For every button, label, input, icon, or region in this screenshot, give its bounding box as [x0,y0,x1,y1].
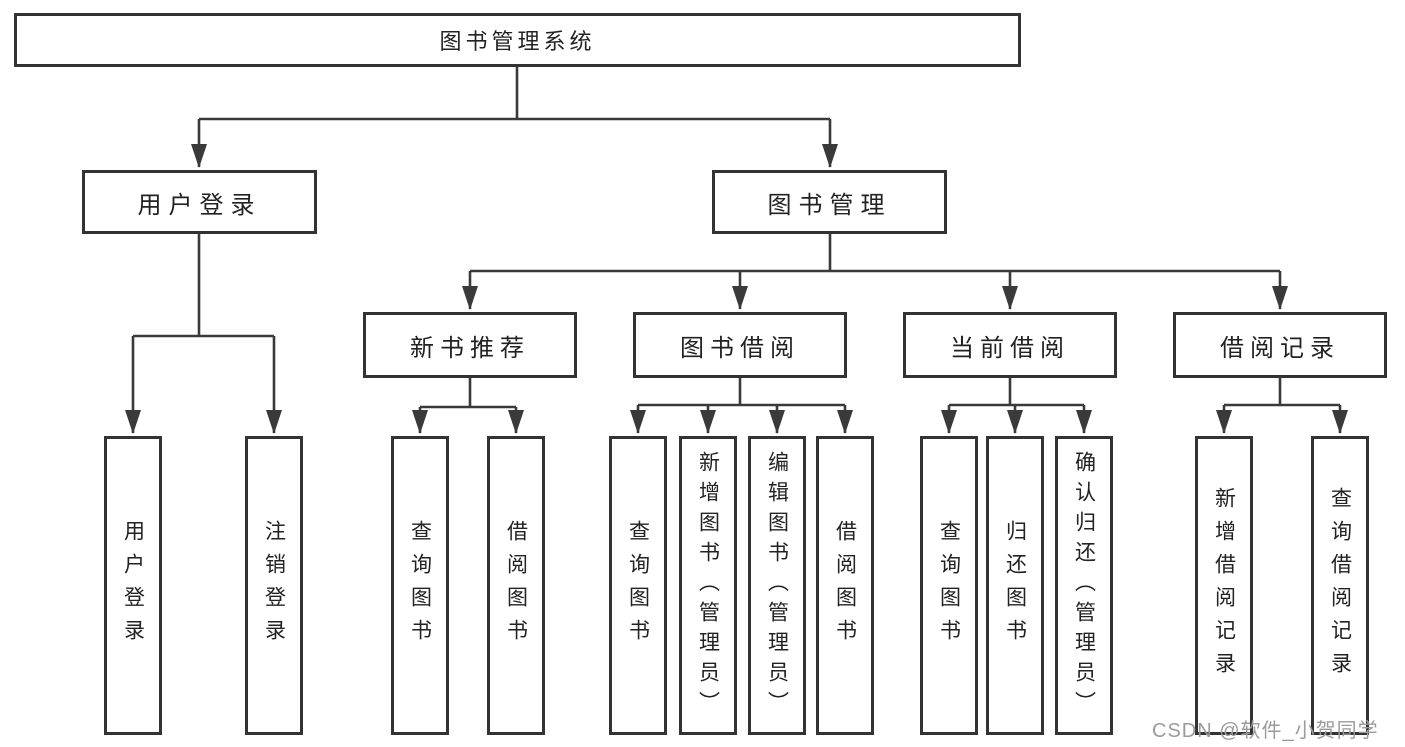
leaf-label: 新增借阅记录 [1212,486,1236,685]
leaf-label: 注销登录 [262,519,286,652]
level2-node-book-management: 图书管理 [712,170,947,234]
leaf-node-logout: 注销登录 [245,436,303,735]
level2-node-user-login: 用户登录 [82,170,317,234]
leaf-label: 用户登录 [121,519,145,652]
level3-node-borrow-records: 借阅记录 [1173,312,1387,378]
csdn-watermark: CSDN @软件_小贺同学 [1152,720,1379,742]
leaf-node-edit-books-admin: 编辑图书（管理员） [748,436,806,735]
leaf-node-borrow-books-recommend: 借阅图书 [487,436,545,735]
level3-node-book-borrow: 图书借阅 [633,312,847,378]
leaf-label: 借阅图书 [504,519,528,652]
leaf-node-confirm-return-admin: 确认归还（管理员） [1055,436,1113,735]
leaf-label: 查询图书 [626,519,650,652]
root-node-system-title: 图书管理系统 [14,13,1021,67]
leaf-node-query-borrow-record: 查询借阅记录 [1311,436,1369,735]
connector-book-borrow-branch [630,378,853,434]
leaf-node-query-books-recommend: 查询图书 [391,436,449,735]
leaf-label: 查询借阅记录 [1328,486,1352,685]
connector-current-borrow-branch [941,378,1092,434]
leaf-label: 新增图书（管理员） [696,450,720,721]
leaf-node-return-books: 归还图书 [986,436,1044,735]
connector-user-login-branch [125,234,282,434]
connector-root-branch [191,67,838,168]
leaf-label: 确认归还（管理员） [1072,450,1096,721]
connector-book-management-branch [462,234,1288,310]
leaf-node-query-books-borrow: 查询图书 [609,436,667,735]
leaf-node-add-books-admin: 新增图书（管理员） [679,436,737,735]
leaf-label: 编辑图书（管理员） [765,450,789,721]
level3-node-current-borrow: 当前借阅 [903,312,1117,378]
leaf-node-query-books-current: 查询图书 [920,436,978,735]
leaf-label: 借阅图书 [833,519,857,652]
leaf-node-user-login: 用户登录 [104,436,162,735]
leaf-label: 查询图书 [937,519,961,652]
connector-borrow-records-branch [1216,378,1348,434]
connector-new-books-branch [412,378,524,434]
leaf-node-borrow-books: 借阅图书 [816,436,874,735]
level3-node-new-book-recommend: 新书推荐 [363,312,577,378]
leaf-label: 归还图书 [1003,519,1027,652]
leaf-label: 查询图书 [408,519,432,652]
leaf-node-add-borrow-record: 新增借阅记录 [1195,436,1253,735]
